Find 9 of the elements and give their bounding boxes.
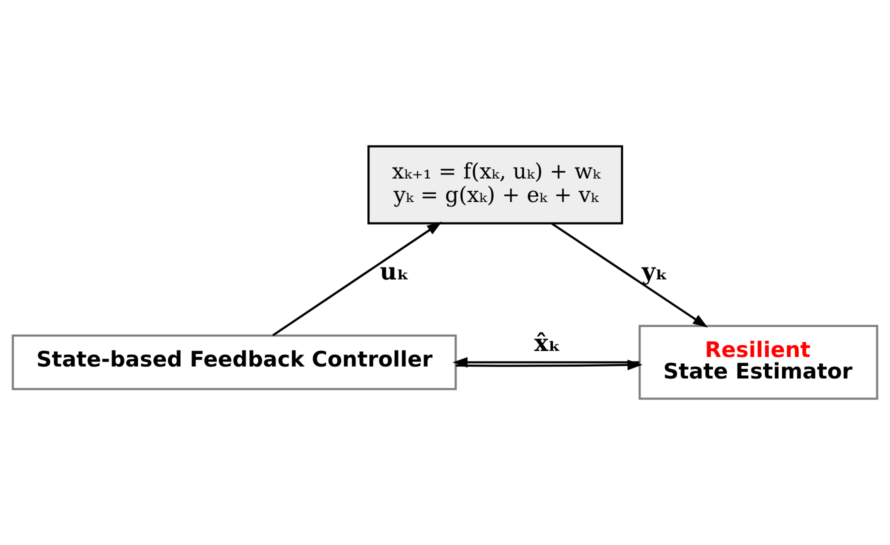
arrow: [452, 357, 640, 368]
node-box: State-based Feedback Controller: [12, 334, 457, 390]
arrow: [551, 222, 708, 328]
edge-label: x̂ₖ: [534, 329, 561, 358]
node-box: xₖ₊₁ = f(xₖ, uₖ) + wₖ yₖ = g(xₖ) + eₖ + vₖ: [367, 145, 624, 224]
node-box: Resilient State Estimator: [638, 324, 878, 400]
edge-label: yₖ: [642, 258, 668, 286]
edge-label: uₖ: [380, 258, 410, 286]
arrow: [272, 222, 442, 336]
